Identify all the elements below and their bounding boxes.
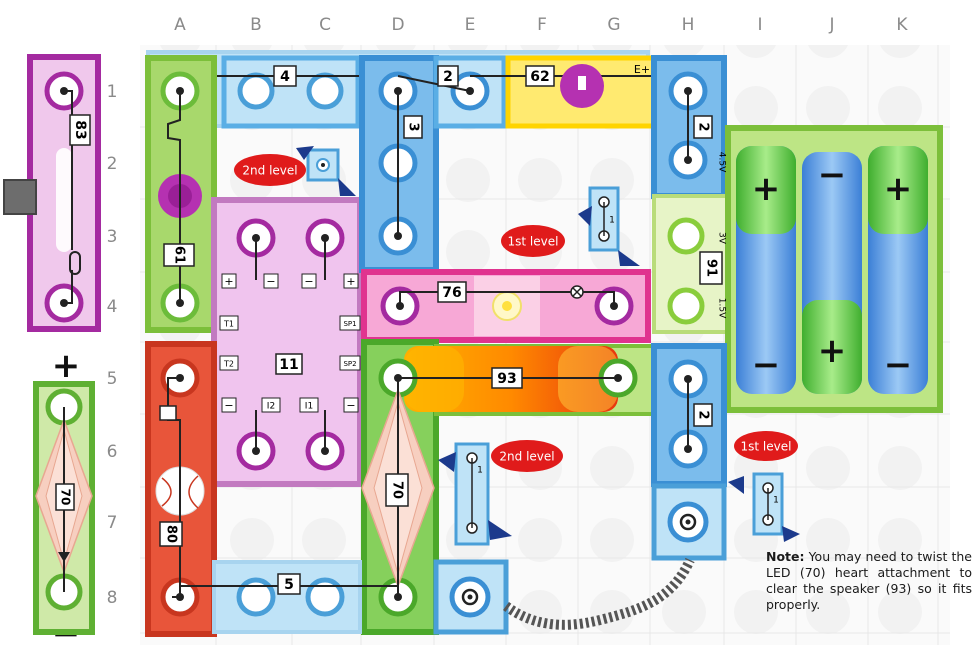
jumper-1-label-bottom: 1	[773, 496, 779, 506]
jumper-1st-level-bottom: 1	[728, 472, 800, 542]
label-1st-level-bottom: 1st level	[734, 431, 798, 461]
battery-2-plus: +	[818, 331, 847, 371]
part-76-label: 76	[442, 285, 461, 301]
column-label-j: J	[828, 15, 834, 35]
part-80-sensor: 80	[145, 341, 217, 637]
note-bold: Note:	[766, 549, 805, 564]
part-93-speaker: 93	[361, 339, 656, 635]
row-label-8: 8	[107, 588, 118, 608]
part-83-reed-switch: 83	[3, 54, 101, 332]
label-1st-level-top-text: 1st level	[508, 235, 559, 249]
part-70-led-left: 70	[33, 381, 95, 635]
column-label-c: C	[319, 15, 331, 35]
label-2nd-level-top-text: 2nd level	[242, 164, 297, 178]
battery-3-minus: −	[884, 345, 913, 385]
note-text: Note: You may need to twist the LED (70)…	[766, 549, 972, 613]
part-76-lamp: 76	[361, 269, 651, 343]
ic-sp2-label: SP2	[343, 360, 356, 368]
column-label-d: D	[391, 15, 404, 35]
column-label-g: G	[607, 15, 620, 35]
part-2-wire-h5: 2	[651, 343, 727, 487]
row-label-3: 3	[107, 227, 118, 247]
part-70-led-center: 70	[361, 378, 435, 617]
ic-t1-label: T1	[223, 320, 234, 329]
column-label-i: I	[757, 15, 762, 35]
part-61-label: 61	[172, 246, 187, 264]
part-91-battery-holder: 4.5V 3V 1.5V 91 + − − + + −	[652, 125, 943, 413]
part-2-wire-top: 2	[397, 55, 507, 129]
column-label-a: A	[174, 15, 186, 35]
row-label-7: 7	[107, 513, 118, 533]
column-label-b: B	[250, 15, 262, 35]
part-11-label: 11	[279, 357, 298, 373]
part-5-wire: 5	[180, 560, 398, 634]
label-2nd-level-bottom: 2nd level	[491, 440, 563, 472]
ic-sp1-label: SP1	[343, 320, 356, 328]
part-61-switch: 61	[145, 55, 217, 333]
battery-label-3v: 3V	[717, 232, 727, 245]
battery-2-minus: −	[818, 155, 847, 195]
part-2-h5-label: 2	[696, 410, 711, 419]
column-label-f: F	[537, 15, 547, 35]
row-label-4: 4	[107, 297, 118, 317]
part-62-label: 62	[530, 69, 549, 85]
ic-minus-1: −	[266, 275, 275, 288]
part-11-ic: + − − + − − I2 I1 T1 T2 SP1 SP2 11	[211, 197, 363, 487]
label-2nd-level-top: 2nd level	[234, 154, 306, 186]
part-93-label: 93	[497, 371, 516, 387]
part-2-wire-h: 2	[651, 55, 727, 199]
part-2-top-label: 2	[443, 69, 453, 85]
part-3-wire: 3	[359, 55, 439, 273]
part-70-center-label: 70	[390, 481, 405, 499]
plus-symbol: +	[52, 346, 81, 386]
label-1st-level-top: 1st level	[501, 225, 565, 257]
column-label-e: E	[465, 15, 476, 35]
ic-minus-2: −	[304, 275, 313, 288]
part-91-label: 91	[704, 259, 719, 277]
jack-h7	[651, 483, 727, 561]
jumper-2nd-level-bottom: 1	[438, 442, 512, 546]
battery-1-plus: +	[752, 169, 781, 209]
row-label-2: 2	[107, 154, 118, 174]
ic-minus-4: −	[346, 399, 355, 412]
part-3-label: 3	[406, 122, 421, 131]
part-83-label: 83	[72, 120, 88, 139]
column-label-h: H	[682, 15, 695, 35]
column-label-k: K	[896, 15, 908, 35]
part-2-h-label: 2	[696, 122, 711, 131]
ic-t2-label: T2	[223, 360, 234, 369]
battery-label-15v: 1.5V	[717, 298, 727, 319]
battery-3-plus: +	[884, 169, 913, 209]
ic-i1-label: I1	[305, 402, 313, 412]
part-80-label: 80	[164, 525, 179, 543]
battery-label-45v: 4.5V	[717, 152, 727, 173]
ic-i2-label: I2	[267, 402, 275, 412]
part-5-label: 5	[284, 577, 294, 593]
jumper-1-label-top: 1	[609, 216, 615, 226]
jumper-1st-level-top: 1	[578, 186, 640, 266]
battery-1-minus: −	[752, 345, 781, 385]
label-2nd-level-bottom-text: 2nd level	[499, 450, 554, 464]
coiled-cable	[503, 557, 695, 630]
jumper-2nd-level-top	[296, 146, 356, 196]
part-4-label: 4	[280, 69, 290, 85]
row-label-6: 6	[107, 442, 118, 462]
ic-plus-2: +	[346, 275, 355, 288]
part-62-polarity: E+	[634, 63, 650, 76]
ic-minus-3: −	[224, 399, 233, 412]
part-70-left-label: 70	[59, 489, 73, 506]
row-label-5: 5	[107, 369, 118, 389]
jack-e8	[433, 559, 509, 635]
note-body: You may need to twist the LED (70) heart…	[766, 549, 972, 612]
jumper-1-label-mid: 1	[477, 466, 483, 476]
label-1st-level-bottom-text: 1st level	[741, 440, 792, 454]
ic-plus-1: +	[224, 275, 233, 288]
row-label-1: 1	[107, 82, 118, 102]
